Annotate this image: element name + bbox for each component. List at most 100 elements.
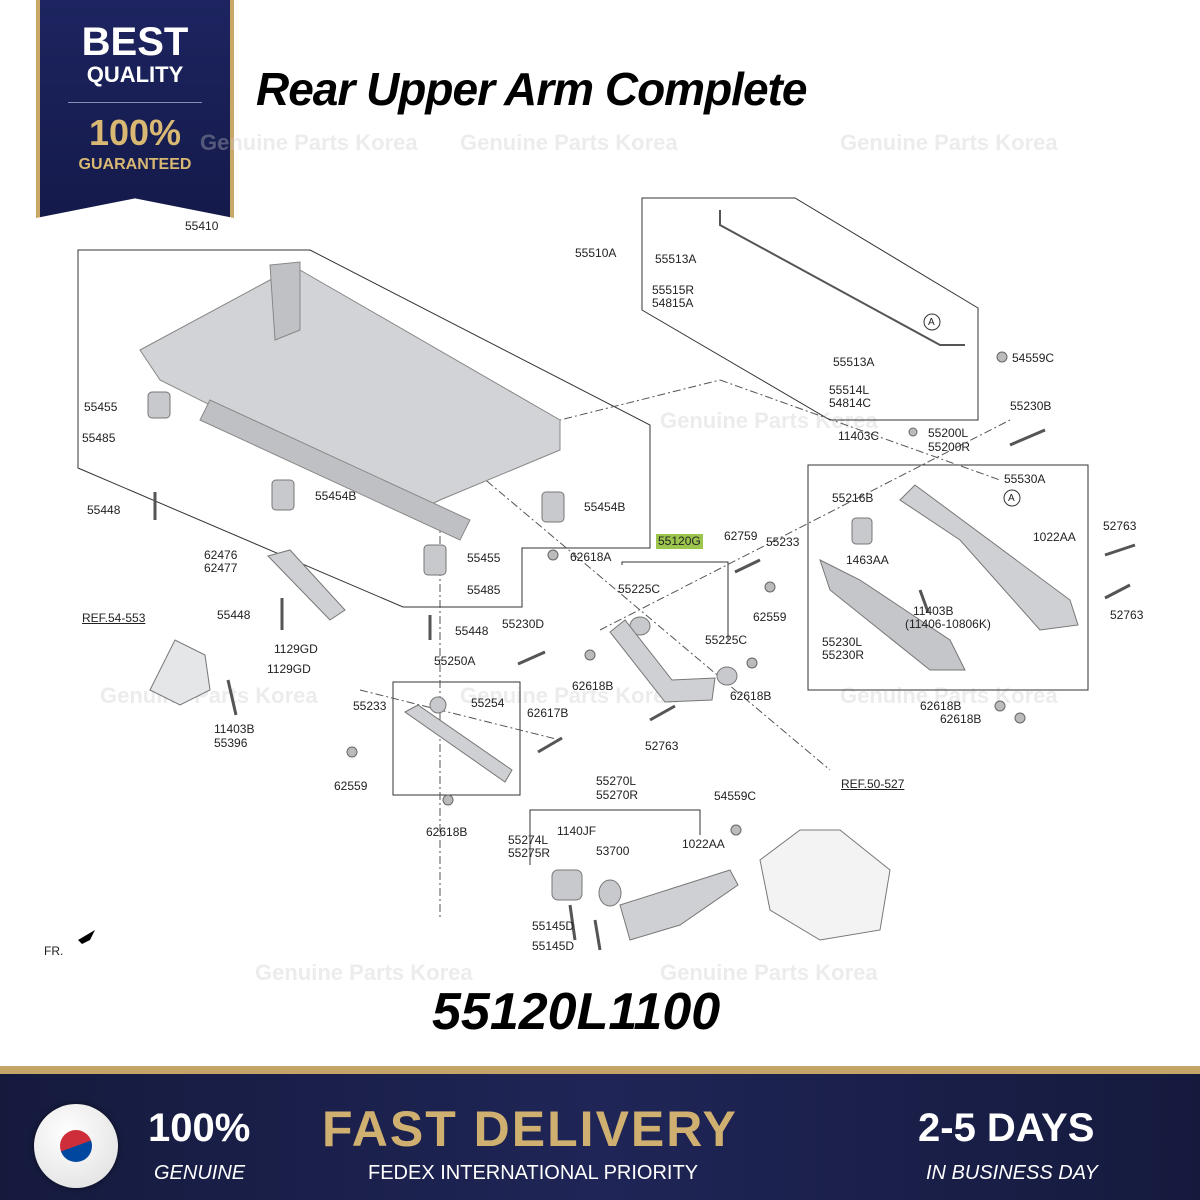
part-label: 54815A: [652, 296, 694, 310]
stabilizer-group-frame: [641, 197, 979, 421]
badge-quality: QUALITY: [86, 62, 184, 87]
part-label: 55250A: [434, 654, 476, 668]
part-label: 62759: [724, 529, 758, 543]
part-label: 1022AA: [682, 837, 725, 851]
part-label: 62618B: [940, 712, 982, 726]
part-label: 62476: [204, 548, 238, 562]
part-label: 55233: [353, 699, 387, 713]
part-label: 1463AA: [846, 553, 889, 567]
subframe-group-frame: [77, 249, 651, 608]
part-label: 55230B: [1010, 399, 1052, 413]
delivery-days: 2-5 DAYS: [918, 1106, 1095, 1150]
part-label: 62559: [334, 779, 368, 793]
assist-link: [267, 549, 346, 621]
part-label: 1129GD: [267, 662, 311, 676]
part-label: 55233: [766, 535, 800, 549]
highlighted-part-label: 55120G: [656, 534, 703, 549]
ref-knuckle: [759, 829, 891, 941]
leader-bracket: [621, 561, 729, 640]
badge-guaranteed: GUARANTEED: [78, 156, 192, 173]
part-label: 55270R: [596, 788, 639, 802]
part-label: 55448: [87, 503, 121, 517]
part-label: 54559C: [714, 789, 757, 803]
part-label: 55448: [217, 608, 251, 622]
genuine-label: GENUINE: [154, 1162, 246, 1184]
part-label: 53700: [596, 844, 630, 858]
stabilizer-bar: [719, 210, 965, 346]
callout-circle-a: [923, 313, 941, 331]
business-day-label: IN BUSINESS DAY: [926, 1162, 1098, 1184]
best-quality-badge: BEST QUALITY 100% GUARANTEED: [36, 0, 234, 218]
watermark: Genuine Parts Korea: [460, 130, 678, 155]
part-label: 55448: [455, 624, 489, 638]
watermark: Genuine Parts Korea: [460, 683, 678, 708]
part-label: 55485: [467, 583, 501, 597]
product-title: Rear Upper Arm Complete: [256, 63, 807, 115]
part-label: 55454B: [584, 500, 626, 514]
watermark: Genuine Parts Korea: [840, 683, 1058, 708]
arms: [149, 484, 1079, 941]
watermark: Genuine Parts Korea: [255, 960, 473, 985]
delivery-banner: 100% GENUINE FAST DELIVERY FEDEX INTERNA…: [0, 1066, 1200, 1200]
bushings: [147, 391, 873, 907]
watermark: Genuine Parts Korea: [840, 130, 1058, 155]
part-label: 52763: [1103, 519, 1137, 533]
part-label: 55515R: [652, 283, 695, 297]
front-direction-label: FR.: [44, 944, 64, 958]
part-label: 55200R: [928, 440, 971, 454]
part-label: 62618B: [920, 699, 962, 713]
part-label: 11403C: [838, 429, 880, 443]
lower-control-arm: [619, 869, 739, 941]
part-label: 1022AA: [1033, 530, 1076, 544]
part-label: 55513A: [655, 252, 697, 266]
fast-delivery-heading: FAST DELIVERY: [322, 1101, 738, 1157]
part-label: 62559: [753, 610, 787, 624]
part-label: 62618A: [570, 550, 612, 564]
ref-label: REF.54-553: [82, 611, 146, 625]
part-label: 1140JF: [557, 824, 597, 838]
part-label: 55225C: [618, 582, 661, 596]
part-label: 11403B: [214, 722, 255, 736]
subframe-crossmember: [139, 261, 561, 541]
badge-divider: [68, 102, 202, 103]
fedex-label: FEDEX INTERNATIONAL PRIORITY: [368, 1162, 699, 1184]
trailing-arm-group-frame: [392, 681, 521, 796]
part-label: 55254: [471, 696, 505, 710]
part-label: 55485: [82, 431, 116, 445]
part-label: 55454B: [315, 489, 357, 503]
part-label: 55275R: [508, 846, 551, 860]
ref-knuckle-mount: [149, 639, 211, 706]
part-label: 52763: [1110, 608, 1144, 622]
part-label: 54559C: [1012, 351, 1055, 365]
parts-diagram: [77, 197, 1136, 951]
badge-percent: 100%: [88, 112, 182, 153]
part-label: 62617B: [527, 706, 569, 720]
part-label: 55145D: [532, 939, 575, 953]
lower-arm-group-frame: [807, 464, 1089, 691]
part-label: 55216B: [832, 491, 874, 505]
part-label: 55230R: [822, 648, 865, 662]
part-label: 55455: [84, 400, 118, 414]
bolts: [153, 428, 1136, 951]
lower-arm: [899, 484, 1079, 631]
part-label: 55230L: [822, 635, 863, 649]
part-label: 55514L: [829, 383, 870, 397]
part-label: 55396: [214, 736, 248, 750]
trailing-arm: [404, 704, 513, 783]
part-label: 1129GD: [274, 642, 318, 656]
part-label: 55455: [467, 551, 501, 565]
part-label: 52763: [645, 739, 679, 753]
genuine-percent: 100%: [148, 1106, 251, 1150]
callout-a: A: [928, 317, 935, 328]
part-label: 62618B: [426, 825, 468, 839]
nuts: [346, 351, 1026, 836]
part-label: 55145D: [532, 919, 575, 933]
callout-a: A: [1008, 493, 1015, 504]
part-label: 55510A: [575, 246, 617, 260]
watermark: Genuine Parts Korea: [660, 960, 878, 985]
part-label: 11403B: [913, 604, 954, 618]
badge-best: BEST: [81, 20, 189, 64]
part-label: 62618B: [730, 689, 772, 703]
rear-upper-arm: [609, 619, 716, 703]
callout-circle-a: [1003, 489, 1021, 507]
